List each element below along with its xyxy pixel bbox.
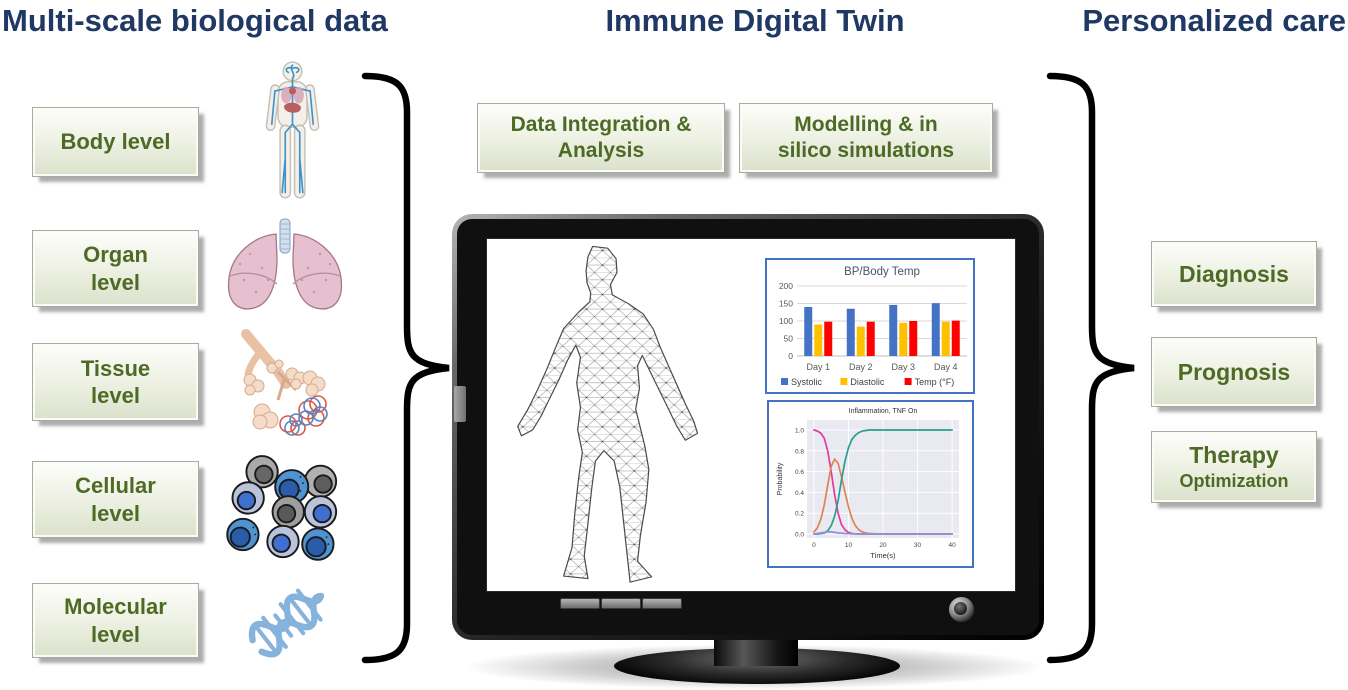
svg-text:Inflammation, TNF On: Inflammation, TNF On [849,408,918,415]
svg-text:0.6: 0.6 [795,469,804,476]
svg-text:0: 0 [788,351,793,361]
cells-icon [222,452,344,570]
prognosis-box: Prognosis [1152,338,1316,406]
digital-twin-wireframe-human [499,243,705,594]
modelling-box: Modelling & in silico simulations [740,104,992,172]
svg-text:0.0: 0.0 [795,532,804,539]
svg-text:0.2: 0.2 [795,511,804,518]
svg-text:Probability: Probability [777,462,784,495]
svg-text:BP/Body Temp: BP/Body Temp [844,266,920,278]
inflammation-tnf-chart: Inflammation, TNF On 0.0 0.2 0.4 0.6 0.8 1.0 0 1… [767,400,974,568]
svg-text:0.4: 0.4 [795,490,804,497]
lungs-icon [222,218,348,316]
svg-text:Systolic: Systolic [791,377,823,387]
svg-text:Day 3: Day 3 [891,362,915,372]
svg-text:Day 4: Day 4 [934,362,958,372]
optimization-label: Optimization [1179,471,1289,492]
svg-text:10: 10 [845,542,853,549]
svg-text:30: 30 [914,542,922,549]
svg-text:40: 40 [948,542,956,549]
therapy-label: Therapy [1189,442,1279,469]
right-collect-brace [1040,68,1140,673]
power-button-icon [948,596,975,623]
molecular-level-box: Molecular level [33,584,198,657]
cellular-level-box: Cellular level [33,462,198,537]
svg-text:150: 150 [779,299,793,309]
svg-text:Time(s): Time(s) [870,551,896,560]
right-column-title: Personalized care [1082,3,1346,38]
left-collect-brace [355,68,455,673]
svg-text:200: 200 [779,281,793,291]
monitor-button-2 [601,598,641,609]
organ-level-box: Organ level [33,231,198,306]
svg-text:0: 0 [812,542,816,549]
svg-text:20: 20 [879,542,887,549]
svg-text:0.8: 0.8 [795,448,804,455]
therapy-optimization-box: Therapy Optimization [1152,432,1316,502]
monitor-button-1 [560,598,600,609]
svg-text:Diastolic: Diastolic [850,377,885,387]
monitor-button-3 [642,598,682,609]
svg-text:50: 50 [784,334,794,344]
monitor-stand-neck [714,636,798,666]
data-integration-box: Data Integration & Analysis [478,104,724,172]
dna-icon [224,556,353,685]
diagnosis-box: Diagnosis [1152,242,1316,306]
tissue-level-box: Tissue level [33,344,198,420]
svg-text:Day 1: Day 1 [806,362,830,372]
anatomy-body-icon [240,60,345,205]
svg-text:1.0: 1.0 [795,428,804,435]
bezel-notch [454,386,466,422]
center-column-title: Immune Digital Twin [605,3,905,38]
svg-text:Temp (°F): Temp (°F) [915,377,955,387]
left-column-title: Multi-scale biological data [2,3,388,38]
alveoli-icon [226,328,344,442]
svg-text:Day 2: Day 2 [849,362,873,372]
svg-text:100: 100 [779,316,793,326]
body-level-box: Body level [33,108,198,176]
